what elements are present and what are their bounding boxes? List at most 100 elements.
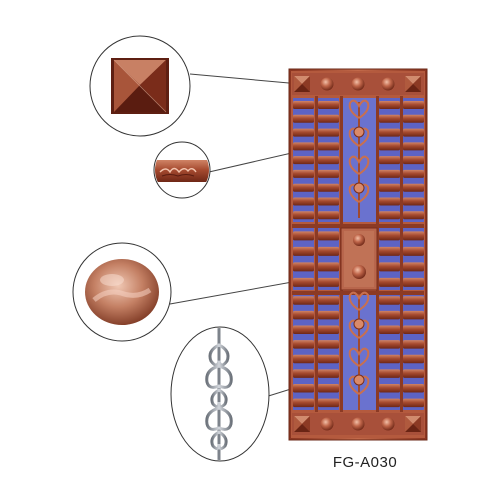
copper-bar [379, 114, 400, 123]
bay-blue-1-3 [403, 228, 424, 290]
copper-bar [403, 246, 424, 256]
door-panel [288, 68, 428, 441]
boss-bottom-3 [381, 417, 395, 431]
copper-bar [403, 142, 424, 151]
bay-blue-2-0 [293, 293, 314, 410]
pyramid-stud-top-right [405, 76, 421, 92]
copper-bar [403, 211, 424, 220]
copper-bar [293, 156, 314, 165]
copper-bar [293, 197, 314, 206]
copper-bar [379, 398, 400, 408]
pyramid-stud-bottom-right [405, 416, 421, 432]
copper-bar [293, 369, 314, 378]
copper-bar [293, 211, 314, 220]
copper-bar [379, 262, 400, 272]
copper-bar [379, 183, 400, 192]
callout-line-flame [208, 151, 297, 173]
copper-bar [403, 340, 424, 349]
copper-bar [403, 183, 424, 192]
copper-bar [379, 383, 400, 393]
copper-bar [293, 128, 314, 137]
copper-bar [318, 197, 339, 206]
bay-blue-2-2 [379, 293, 400, 410]
center-plate-boss-lower [352, 265, 366, 279]
copper-bar [318, 211, 339, 220]
copper-bar [318, 262, 339, 272]
copper-bar [379, 231, 400, 241]
copper-bar [293, 246, 314, 256]
copper-bar [379, 128, 400, 137]
bay-blue-1-0 [293, 228, 314, 290]
ornament-leaf [348, 155, 370, 175]
copper-bar [379, 101, 400, 110]
copper-bar [379, 310, 400, 320]
center-ornaments [348, 99, 370, 410]
boss-top-2 [351, 77, 365, 91]
copper-bar [293, 340, 314, 349]
ornament-upper [348, 99, 370, 218]
ornament-rosette [353, 318, 365, 330]
ornament-leaf [348, 99, 370, 119]
copper-bar [318, 277, 339, 287]
copper-bar [379, 354, 400, 364]
copper-bar [403, 277, 424, 287]
copper-bar [403, 128, 424, 137]
copper-bar [379, 246, 400, 256]
copper-bar [379, 325, 400, 334]
callout-line-pyramid [189, 73, 301, 85]
copper-bar [318, 142, 339, 151]
ornament-leaf [348, 291, 370, 311]
boss-top-1 [320, 77, 334, 91]
copper-bar [293, 231, 314, 241]
copper-bar [293, 114, 314, 123]
copper-bar [379, 169, 400, 178]
copper-bar [293, 183, 314, 192]
bay-blue-1-2 [379, 228, 400, 290]
ornament-lower [348, 291, 370, 410]
pyramid-corner-stud-detail [89, 35, 191, 137]
rail-0 [292, 224, 424, 228]
boss-top-3 [381, 77, 395, 91]
copper-bar [403, 262, 424, 272]
round-boss-detail [72, 242, 172, 342]
copper-bar [403, 398, 424, 408]
copper-bar [403, 101, 424, 110]
pyramid-stud-top-left [294, 76, 310, 92]
ornament-leaf [348, 347, 370, 367]
copper-bar [293, 398, 314, 408]
copper-bar [403, 325, 424, 334]
copper-bar [293, 262, 314, 272]
copper-bar [379, 340, 400, 349]
bay-blue-2-1 [318, 293, 339, 410]
rail-1 [292, 291, 424, 295]
pyramid-stud-bottom-left [294, 416, 310, 432]
copper-bar [403, 383, 424, 393]
copper-bar [318, 340, 339, 349]
copper-bar [318, 398, 339, 408]
copper-bar [379, 142, 400, 151]
copper-bar [318, 383, 339, 393]
copper-bar [403, 296, 424, 305]
copper-bar [293, 310, 314, 320]
copper-bar [403, 231, 424, 241]
copper-bar [379, 369, 400, 378]
copper-bar [318, 325, 339, 334]
copper-bar [293, 383, 314, 393]
copper-bar [403, 156, 424, 165]
copper-bar [293, 277, 314, 287]
flame-ornament-bar-detail [153, 141, 211, 199]
copper-bar [318, 101, 339, 110]
copper-bar [318, 246, 339, 256]
copper-bar [379, 197, 400, 206]
copper-bar [379, 277, 400, 287]
copper-bar [318, 231, 339, 241]
bay-blue-2-3 [403, 293, 424, 410]
center-plate-boss-upper [353, 234, 365, 246]
copper-bar [318, 114, 339, 123]
copper-bar [318, 296, 339, 305]
stile-3 [400, 96, 403, 412]
copper-bar [293, 169, 314, 178]
copper-bar [318, 369, 339, 378]
copper-bar [403, 369, 424, 378]
